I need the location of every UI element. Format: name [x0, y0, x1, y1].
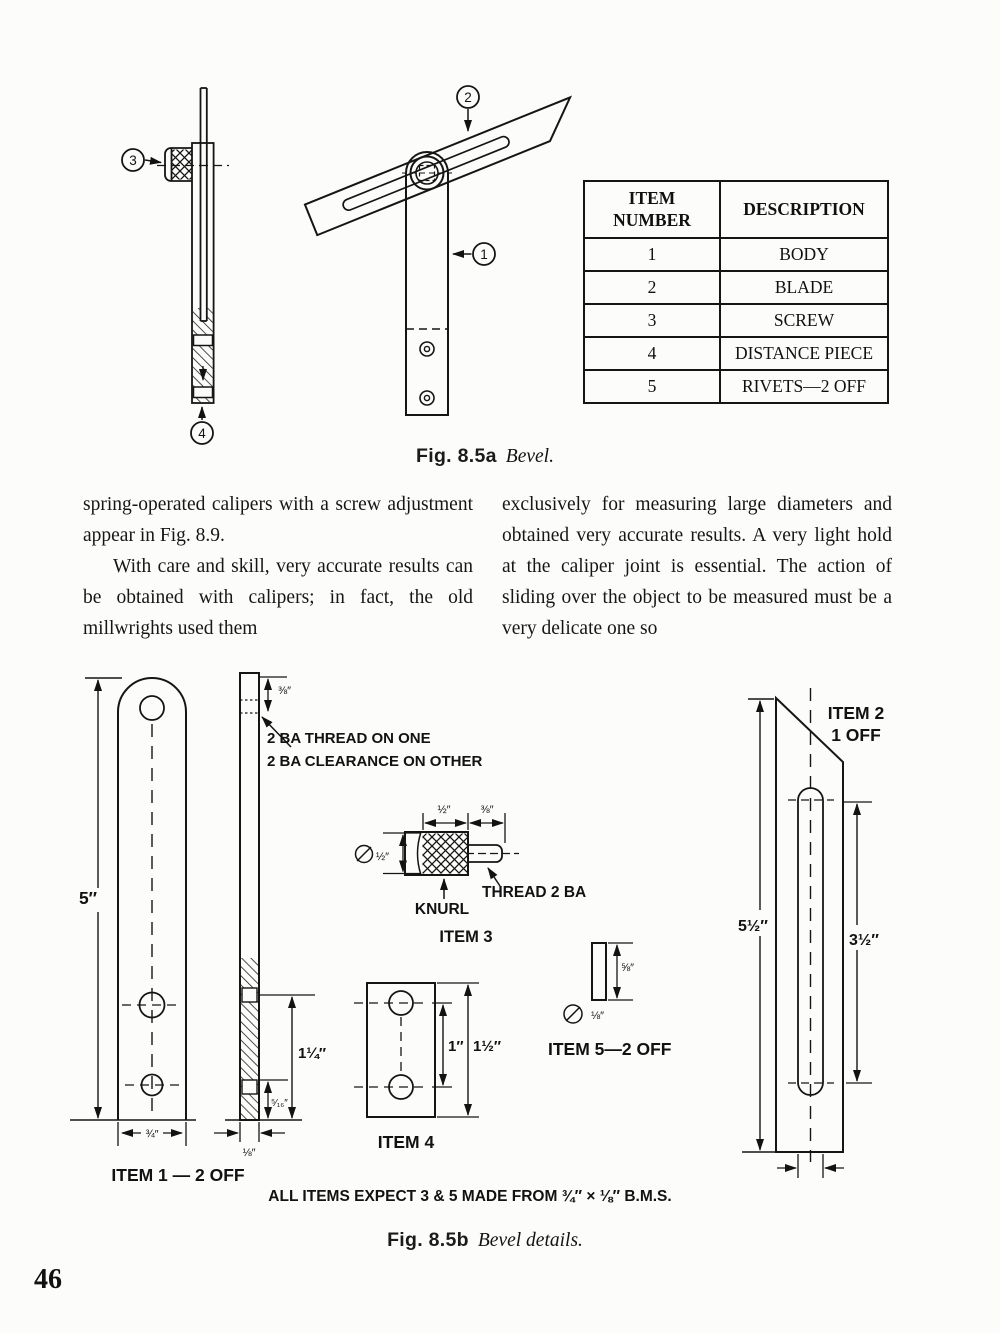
description-cell: RIVETS—2 OFF — [719, 369, 889, 404]
diameter-symbol — [354, 844, 374, 864]
callout-1-number: 1 — [480, 247, 488, 262]
item5-label: ITEM 5—2 OFF — [548, 1039, 672, 1059]
item-number-cell: 2 — [583, 270, 721, 305]
item3-label: ITEM 3 — [439, 928, 492, 946]
item2-slot-dim: 3½″ — [849, 932, 879, 949]
item3-thread-label: THREAD 2 BA — [482, 884, 586, 901]
item1-rivet-offset-dim: ⁵⁄₁₆″ — [271, 1098, 288, 1109]
paragraph: spring-operated calipers with a screw ad… — [83, 494, 473, 546]
item1-label: ITEM 1 — 2 OFF — [111, 1165, 245, 1185]
fig-85a-drawing: 3 4 — [121, 85, 573, 445]
item4-view — [354, 982, 479, 1118]
text-column-left: spring-operated calipers with a screw ad… — [83, 489, 473, 644]
callout-2-number: 2 — [464, 90, 472, 105]
callout-2 — [456, 85, 480, 132]
description-cell: SCREW — [719, 303, 889, 338]
text-column-right: exclusively for measuring large diameter… — [502, 489, 892, 644]
header-item-line1: ITEM — [628, 187, 676, 208]
item5-diameter-dim: ⅛″ — [591, 1010, 604, 1022]
paragraph: With care and skill, very accurate resul… — [83, 556, 473, 639]
item4-holes-dim: 1″ — [448, 1038, 464, 1055]
fig-85b-drawing: 5″ ¾″ ITEM 1 — 2 OFF ⅜″ 2 BA THREAD ON O… — [70, 672, 885, 1205]
page-number: 46 — [34, 1264, 62, 1295]
item2-label-line1: ITEM 2 — [828, 703, 885, 723]
item1-thickness-dim: ⅛″ — [242, 1147, 255, 1159]
item3-knurl-label: KNURL — [415, 901, 469, 918]
item2-length-dim: 5½″ — [738, 918, 768, 935]
item3-shank-dim: ⅜″ — [480, 804, 493, 816]
fig-85b-caption-title: Bevel details. — [477, 1230, 583, 1251]
callout-4-number: 4 — [198, 426, 206, 441]
description-cell: BLADE — [719, 270, 889, 305]
bevel-front-view — [303, 95, 573, 416]
item4-label: ITEM 4 — [378, 1132, 435, 1152]
table-row: 4 DISTANCE PIECE — [583, 336, 889, 371]
fig-85b-caption: Fig. 8.5b Bevel details. — [0, 1229, 970, 1252]
item-number-cell: 3 — [583, 303, 721, 338]
table-row: 1 BODY — [583, 237, 889, 272]
item1-front-view — [70, 677, 196, 1146]
item3-screw-view — [354, 813, 519, 899]
item1-width-dim: ¾″ — [145, 1129, 158, 1141]
header-item-line2: NUMBER — [613, 209, 691, 230]
item-number-cell: 5 — [583, 369, 721, 404]
item5-view — [563, 942, 633, 1024]
table-header-item-number: ITEM NUMBER — [583, 180, 721, 239]
table-header-description: DESCRIPTION — [719, 180, 889, 239]
materials-note: ALL ITEMS EXPECT 3 & 5 MADE FROM ¾″ × ⅛″… — [268, 1188, 671, 1205]
item1-thread-note-line1: 2 BA THREAD ON ONE — [267, 730, 431, 747]
callout-3 — [121, 148, 162, 172]
callout-4 — [190, 406, 214, 445]
item-number-cell: 4 — [583, 336, 721, 371]
item3-head-dim: ½″ — [437, 804, 450, 816]
item5-length-dim: ⅝″ — [621, 962, 634, 974]
bevel-side-view — [157, 87, 229, 404]
table-header-row: ITEM NUMBER DESCRIPTION — [583, 180, 889, 239]
description-cell: DISTANCE PIECE — [719, 336, 889, 371]
diameter-symbol — [563, 1004, 583, 1024]
callout-1 — [452, 242, 496, 266]
item2-label-line2: 1 OFF — [831, 725, 881, 745]
item2-view — [742, 688, 872, 1178]
paragraph: exclusively for measuring large diameter… — [502, 494, 892, 639]
item3-diameter-dim: ½″ — [376, 851, 389, 863]
callout-3-number: 3 — [129, 153, 137, 168]
item1-lower-dim: 1¼″ — [298, 1045, 326, 1062]
item1-thread-note-line2: 2 BA CLEARANCE ON OTHER — [267, 753, 482, 770]
fig-85a-caption: Fig. 8.5a Bevel. — [0, 445, 970, 468]
fig-85a-caption-title: Bevel. — [505, 446, 554, 467]
item4-length-dim: 1½″ — [473, 1038, 501, 1055]
item1-top-hole-dim: ⅜″ — [278, 685, 291, 697]
description-cell: BODY — [719, 237, 889, 272]
fig-85b-caption-label: Fig. 8.5b — [387, 1229, 469, 1251]
table-row: 5 RIVETS—2 OFF — [583, 369, 889, 404]
parts-table: ITEM NUMBER DESCRIPTION 1 BODY 2 BLADE 3… — [583, 180, 889, 404]
table-row: 2 BLADE — [583, 270, 889, 305]
fig-85a-caption-label: Fig. 8.5a — [416, 445, 497, 467]
table-row: 3 SCREW — [583, 303, 889, 338]
item1-side-view — [214, 672, 315, 1142]
item-number-cell: 1 — [583, 237, 721, 272]
item1-length-dim: 5″ — [79, 888, 98, 908]
